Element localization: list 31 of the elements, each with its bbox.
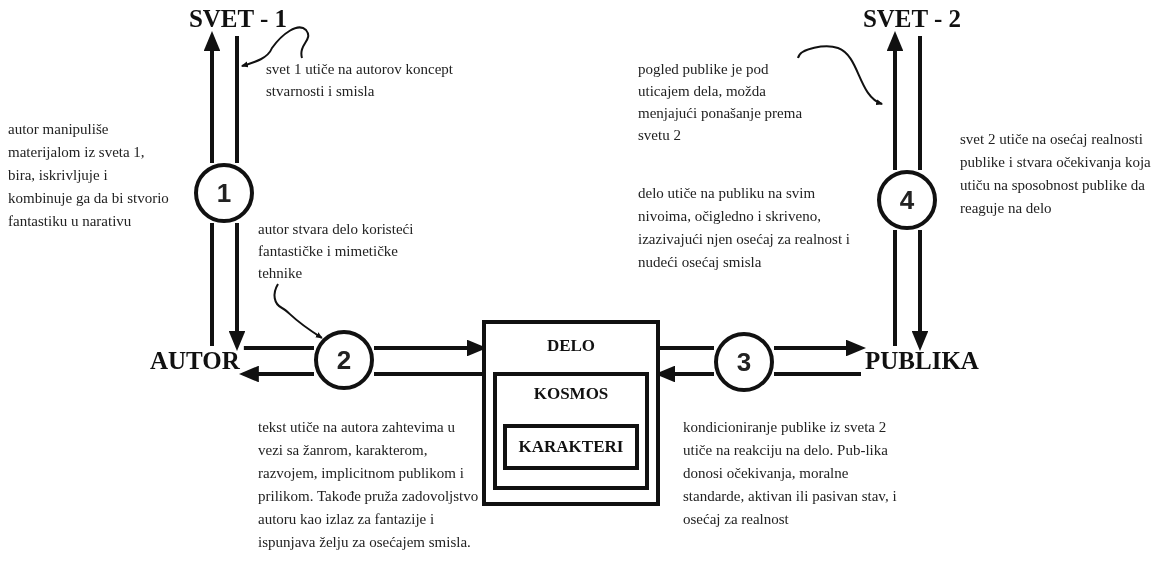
- annotation-text: svet 1 utiče na autorov koncept stvarnosti i smisla: [266, 60, 455, 101]
- step-circle: 4: [877, 170, 937, 230]
- arrow: [774, 339, 866, 357]
- annotation-text: autor manipuliše materijalom iz sveta 1, bira, iskrivljuje i kombinuje ga da bi stvorio fantastiku u narativu: [8, 120, 170, 231]
- annotation-text: tekst utiče na autora zahtevima u vezi sa žanrom, karakterom, razvojem, implicitnom publikom i prilikom. Takođe pruža zadovoljstvo autoru kao izlaz za fantazije i ispunjava želju za osećajem smisla.: [258, 418, 480, 552]
- annotation-text: delo utiče na publiku na svim nivoima, očigledno i skriveno, izazivajući njen osećaj za realnost i nudeći osećaj smisla: [638, 184, 851, 272]
- leader-line: [273, 283, 323, 339]
- work-box: [482, 320, 660, 506]
- annotation-text: pogled publike je pod uticajem dela, možda menjajući ponašanje prema svetu 2: [638, 60, 804, 145]
- box-heading: KOSMOS: [533, 384, 609, 404]
- audience-label: PUBLIKA: [865, 346, 979, 376]
- step-circle: 1: [194, 163, 254, 223]
- characters-box: [503, 424, 639, 470]
- arrow: [203, 31, 221, 163]
- author-label: AUTOR: [150, 346, 240, 376]
- cosmos-box: [493, 372, 649, 490]
- step-circle: 2: [314, 330, 374, 390]
- annotation-text: autor stvara delo koristeći fantastičke i mimetičke tehnike: [258, 220, 415, 283]
- step-circle: 3: [714, 332, 774, 392]
- annotation-text: svet 2 utiče na osećaj realnosti publike i stvara očekivanja koja utiču na sposobnost publike da reaguje na delo: [960, 130, 1152, 218]
- arrow: [228, 223, 246, 351]
- leader-line: [797, 45, 884, 105]
- arrow: [911, 230, 929, 351]
- box-heading: DELO: [546, 336, 596, 356]
- world-heading: SVET - 2: [862, 4, 962, 34]
- world-heading: SVET - 1: [188, 4, 288, 34]
- annotation-text: kondicioniranje publike iz sveta 2 utiče na reakciju na delo. Pub-lika donosi očekivanja, moralne standarde, aktivan ili pasivan stav, i osećaj za realnost: [683, 418, 898, 529]
- arrow: [238, 365, 314, 383]
- box-heading: KARAKTERI: [518, 437, 624, 457]
- arrow: [886, 31, 904, 170]
- leader-line: [240, 26, 310, 68]
